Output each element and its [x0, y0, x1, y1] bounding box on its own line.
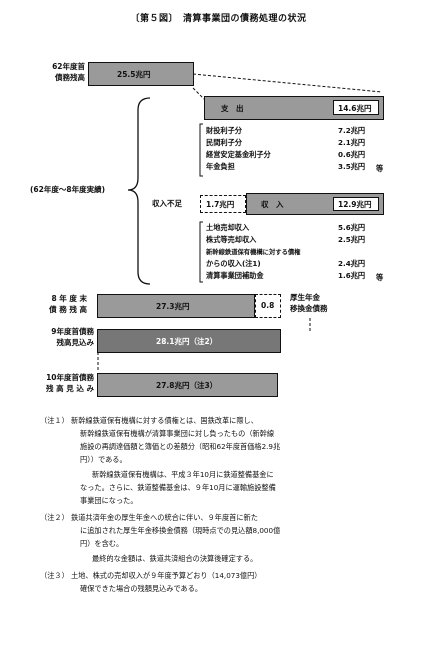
expenditure-item-value: 0.6兆円: [338, 150, 366, 159]
revenue-item-label: 株式等売却収入: [206, 235, 257, 244]
debt-10-label-line1: 10年度首債務: [46, 373, 94, 382]
note-line: 確保できた場合の残額見込みである。: [80, 584, 203, 593]
revenue-header-value: 12.9兆円: [338, 200, 372, 209]
expenditure-header-value: 14.6兆円: [338, 104, 372, 113]
note-line: 事業団になった。: [80, 496, 138, 505]
note-line: 施設の再調達価額と簿価との差額分（昭和62年度首価格2.9兆: [80, 442, 281, 451]
note-line: （注３） 土地、株式の売却収入が９年度予算どおり（14,073億円）: [40, 571, 262, 580]
note-line: （注１） 新幹線鉄道保有機構に対する債権とは、国鉄改革に際し、: [40, 416, 258, 425]
shortfall-value: 1.7兆円: [206, 200, 235, 209]
debt-62-label-line2: 債務残高: [55, 73, 85, 82]
revenue-item-label: 清算事業団補助金: [206, 271, 264, 280]
revenue-item-value: 1.6兆円: [338, 271, 366, 280]
debt-62-label: 62年度首 債務残高: [25, 61, 85, 83]
expenditure-item-label: 経営安定基金利子分: [206, 150, 271, 159]
revenue-item-value: 2.4兆円: [338, 259, 366, 268]
revenue-item-label: 土地売却収入: [206, 223, 250, 232]
debt-9-label: 9年度首債務 残高見込み: [22, 326, 94, 348]
dashed-connector-left: [192, 87, 206, 101]
revenue-value-box: 12.9兆円: [333, 197, 379, 211]
debt-9-label-line1: 9年度首債務: [51, 327, 94, 336]
period-label: (62年度～8年度実績): [30, 185, 106, 194]
note-line: （注２） 鉄道共済年金の厚生年金への統合に伴い、９年度首に新た: [40, 513, 258, 522]
revenue-header-bar: 収 入 12.9兆円: [246, 193, 384, 215]
pension-transfer-label-line1: 厚生年金: [290, 293, 320, 302]
expenditure-items: 財投利子分 7.2兆円 民間利子分 2.1兆円 経営安定基金利子分 0.6兆円 …: [206, 126, 386, 178]
expenditure-item-value: 2.1兆円: [338, 138, 366, 147]
shortfall-box: 1.7兆円: [200, 195, 246, 213]
debt-8-bar: 27.3兆円: [97, 294, 255, 318]
note-line: に追加された厚生年金移換金債務（現時点での見込額8,000億: [80, 526, 281, 535]
figure-title: 〔第５図〕 清算事業団の債務処理の状況: [130, 14, 307, 24]
revenue-item-label: 新幹線鉄道保有機構に対する債権: [206, 249, 301, 256]
note-line: 円））である。: [80, 455, 127, 464]
debt-10-value: 27.8兆円（注3）: [156, 381, 218, 390]
expenditure-item-label: 民間利子分: [206, 138, 242, 147]
dashed-connector-top: [192, 73, 383, 93]
expenditure-suffix: 等: [376, 164, 384, 173]
debt-8-label-line2: 債 務 残 高: [49, 305, 87, 314]
revenue-item-value: 2.5兆円: [338, 235, 366, 244]
expenditure-header-label: 支 出: [221, 104, 244, 113]
debt-10-label: 10年度首債務 残 高 見 込 み: [20, 372, 94, 394]
debt-9-label-line2: 残高見込み: [56, 338, 95, 347]
debt-8-label: 8 年 度 末 債 務 残 高: [25, 293, 87, 315]
expenditure-items-brace: [199, 123, 203, 177]
note-line: 新幹線鉄道保有機構が清算事業団に対し負ったもの（新幹線: [80, 429, 275, 438]
period-brace: [127, 97, 151, 285]
note-line: 最終的な金額は、鉄道共済組合の決算後確定する。: [92, 554, 258, 563]
debt-8-value: 27.3兆円: [156, 302, 190, 311]
pension-transfer-value: 0.8: [261, 301, 275, 310]
revenue-items: 土地売却収入 5.6兆円 株式等売却収入 2.5兆円 新幹線鉄道保有機構に対する…: [206, 223, 386, 285]
expenditure-header-bar: 支 出 14.6兆円: [204, 96, 384, 120]
revenue-suffix: 等: [376, 273, 384, 282]
expenditure-item-value: 7.2兆円: [338, 126, 366, 135]
expenditure-item-label: 年金負担: [206, 162, 235, 171]
revenue-items-brace: [199, 221, 203, 283]
note-line: 円）を含む。: [80, 539, 124, 548]
revenue-item-value: 5.6兆円: [338, 223, 366, 232]
pension-transfer-box: 0.8: [255, 294, 281, 318]
debt-9-value: 28.1兆円（注2）: [156, 337, 218, 346]
revenue-header-label: 収 入: [261, 200, 284, 209]
expenditure-value-box: 14.6兆円: [333, 100, 379, 115]
debt-8-label-line1: 8 年 度 末: [51, 294, 87, 303]
debt-10-bar: 27.8兆円（注3）: [97, 373, 278, 397]
expenditure-item-value: 3.5兆円: [338, 162, 366, 171]
pension-transfer-label-line2: 移換金債務: [290, 304, 328, 313]
debt-62-value: 25.5兆円: [117, 70, 151, 79]
debt-62-label-line1: 62年度首: [52, 62, 85, 71]
note-line: なった。さらに、鉄道整備基金は、９年10月に運輸施設整備: [80, 483, 276, 492]
debt-10-label-line2: 残 高 見 込 み: [46, 384, 94, 393]
revenue-item-label: からの収入(注1): [206, 259, 261, 268]
pension-transfer-label: 厚生年金 移換金債務: [290, 292, 328, 314]
shortfall-label: 収入不足: [152, 199, 182, 208]
debt-62-bar: 25.5兆円: [88, 62, 194, 86]
debt-9-bar: 28.1兆円（注2）: [97, 329, 281, 353]
note-line: 新幹線鉄道保有機構は、平成３年10月に鉄道整備基金に: [92, 470, 274, 479]
expenditure-item-label: 財投利子分: [206, 126, 242, 135]
